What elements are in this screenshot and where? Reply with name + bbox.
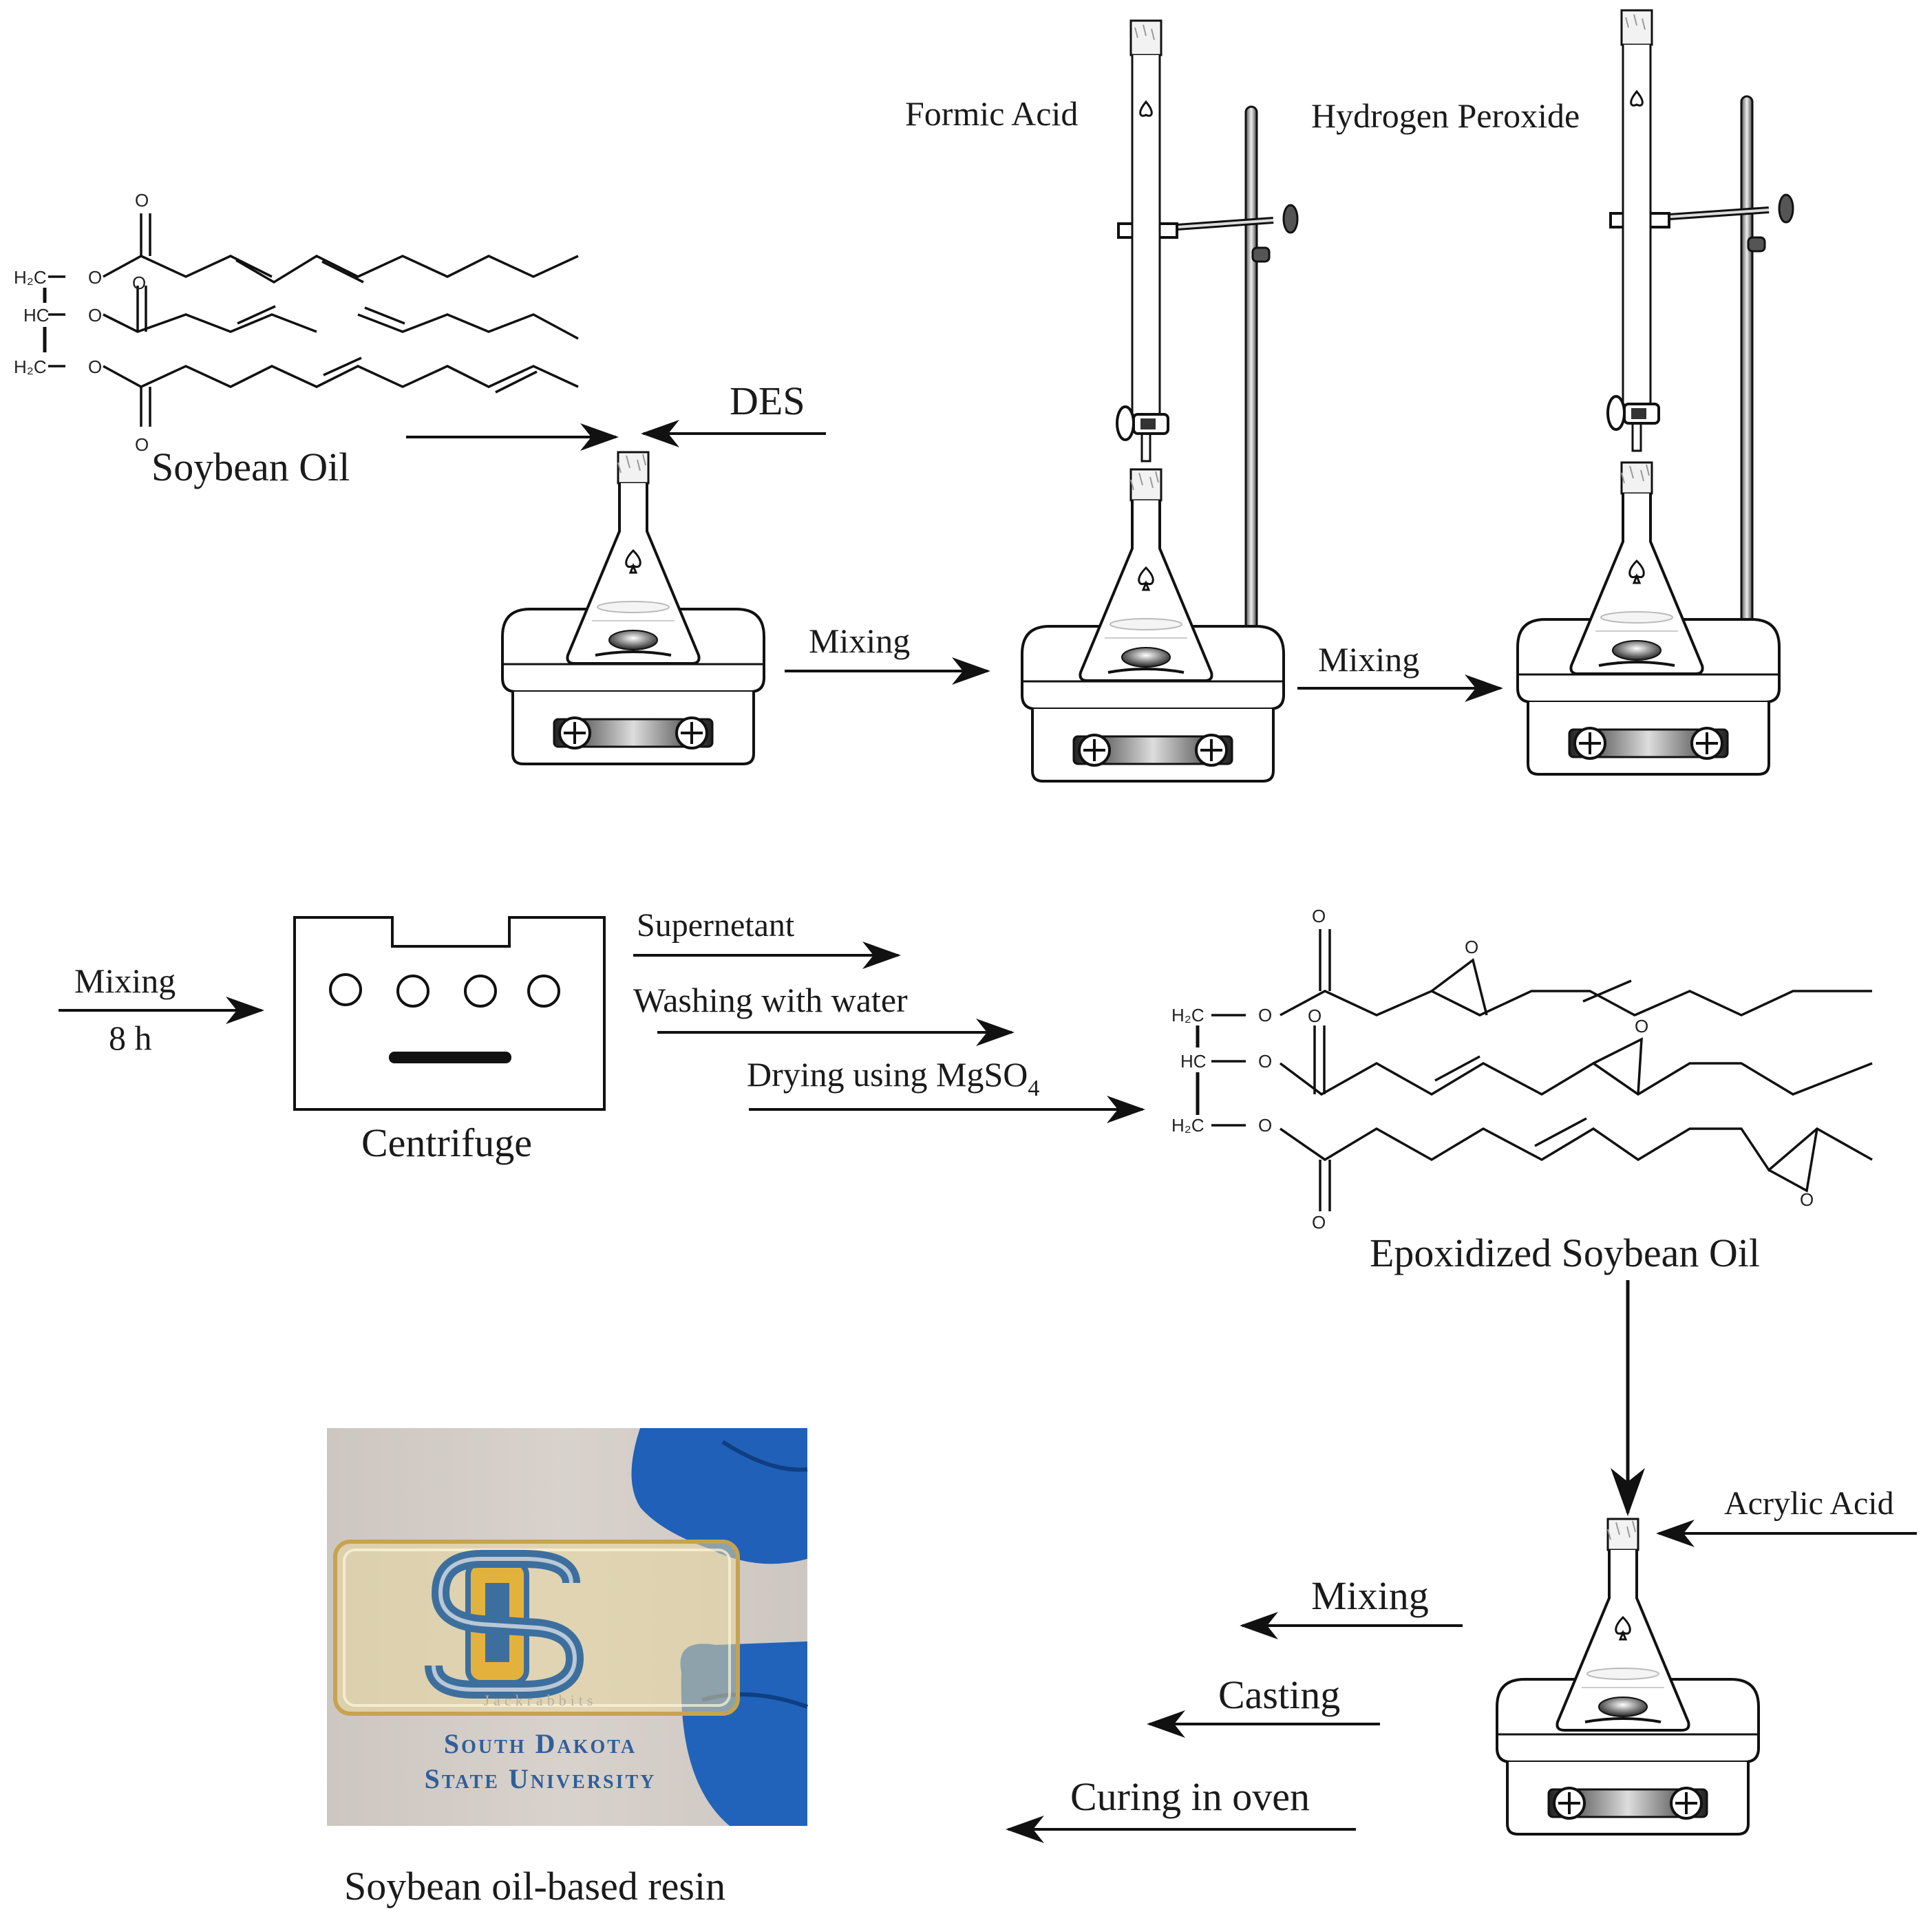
soybean-oil-atoms: H₂C HC H₂C O O O O O O	[14, 190, 149, 455]
svg-text:O: O	[1312, 906, 1326, 926]
centrifuge-label: Centrifuge	[361, 1120, 532, 1165]
soybean-oil-structure	[43, 213, 579, 427]
svg-text:H₂C: H₂C	[14, 357, 47, 377]
sdsu-logo	[425, 1550, 584, 1699]
svg-text:H₂C: H₂C	[1171, 1115, 1204, 1136]
svg-text:O: O	[135, 190, 149, 211]
flask-2	[1079, 468, 1213, 682]
svg-text:O: O	[135, 434, 149, 455]
epoxidized-soybean-oil-label: Epoxidized Soybean Oil	[1370, 1231, 1760, 1275]
svg-text:O: O	[88, 267, 102, 288]
supernetant-label: Supernetant	[637, 907, 795, 944]
buret-2	[1116, 19, 1169, 462]
svg-text:O: O	[88, 305, 102, 326]
soybean-oil-label: Soybean Oil	[151, 445, 350, 489]
resin-photo: Jackrabbits South Dakota State Universit…	[327, 1428, 809, 1826]
hydrogen-peroxide-label: Hydrogen Peroxide	[1311, 96, 1580, 135]
svg-text:O: O	[1800, 1189, 1814, 1210]
formic-acid-label: Formic Acid	[905, 94, 1078, 133]
photo-faded-text: Jackrabbits	[484, 1692, 597, 1709]
svg-text:HC: HC	[1180, 1051, 1207, 1072]
drying-label: Drying using MgSO4	[747, 1055, 1039, 1101]
mixing-label-3: Mixing	[1311, 1573, 1429, 1618]
svg-text:O: O	[1312, 1212, 1326, 1233]
svg-text:O: O	[1465, 937, 1478, 957]
svg-text:HC: HC	[23, 305, 50, 326]
mixing-label-2: Mixing	[1318, 640, 1419, 679]
acrylic-acid-label: Acrylic Acid	[1724, 1485, 1894, 1522]
svg-text:H₂C: H₂C	[14, 267, 47, 288]
des-label: DES	[730, 379, 805, 423]
casting-label: Casting	[1218, 1672, 1340, 1717]
buret-3	[1606, 9, 1660, 452]
mixing-8h-duration: 8 h	[109, 1019, 152, 1057]
photo-text-line2: State University	[425, 1763, 657, 1794]
mixing-8h-label: Mixing	[74, 961, 176, 1000]
svg-text:O: O	[88, 357, 102, 377]
flask-1	[566, 451, 701, 665]
flask-4	[1556, 1518, 1690, 1732]
svg-text:H₂C: H₂C	[1171, 1005, 1204, 1025]
resin-label: Soybean oil-based resin	[344, 1864, 725, 1908]
svg-text:O: O	[1308, 1006, 1321, 1026]
svg-text:O: O	[1258, 1051, 1272, 1072]
washing-label: Washing with water	[633, 981, 908, 1019]
svg-text:O: O	[132, 273, 146, 293]
mixing-label-1: Mixing	[809, 621, 910, 660]
centrifuge-icon	[293, 916, 606, 1111]
svg-text:O: O	[1258, 1115, 1272, 1136]
svg-text:O: O	[1258, 1005, 1272, 1025]
epoxidized-soybean-oil-structure	[1196, 929, 1873, 1211]
epoxidized-atoms: H₂C HC H₂C O O O O O O O O O	[1171, 906, 1814, 1233]
curing-label: Curing in oven	[1070, 1774, 1310, 1819]
svg-text:O: O	[1635, 1016, 1648, 1036]
flask-3	[1569, 461, 1704, 675]
photo-text-line1: South Dakota	[444, 1728, 637, 1759]
